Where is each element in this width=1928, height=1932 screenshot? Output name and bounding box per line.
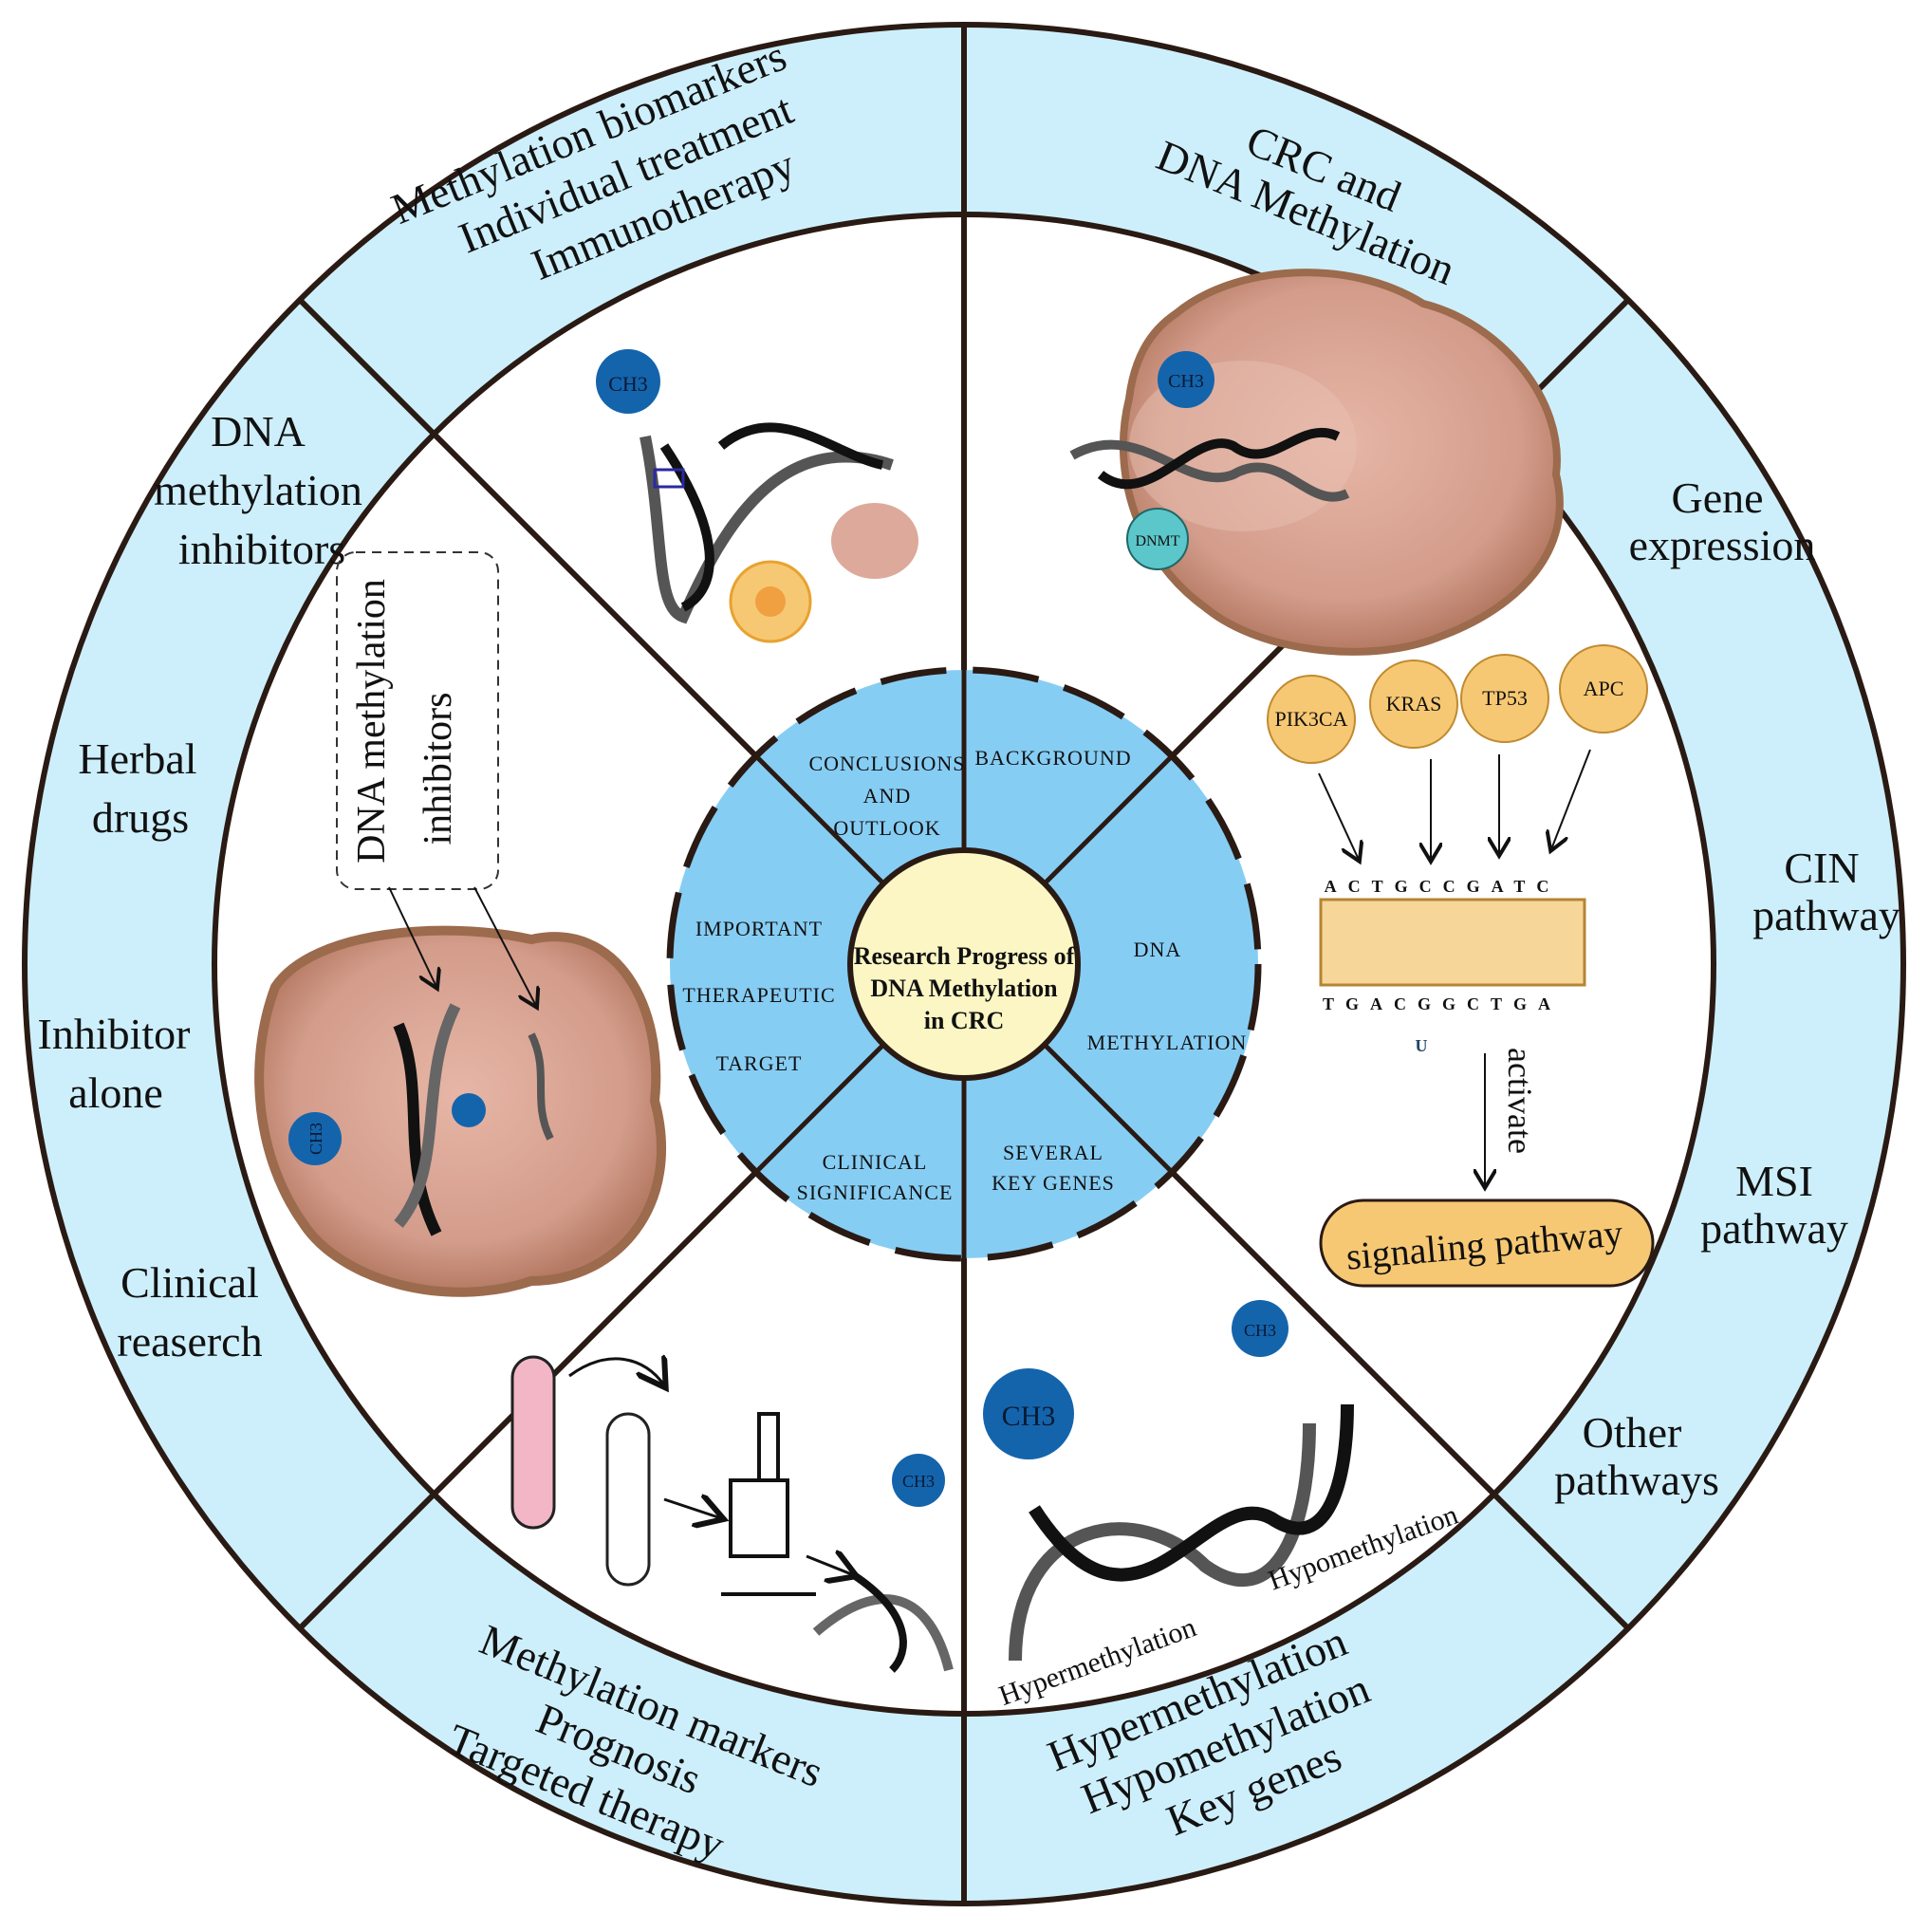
section-background: BACKGROUND xyxy=(974,746,1131,770)
signaling-pill xyxy=(1319,1198,1655,1288)
outer-right-items: Gene expression CIN pathway MSI pathway … xyxy=(1554,474,1900,1504)
gene-circle-apc xyxy=(1559,644,1648,734)
svg-text:Inhibitor: Inhibitor xyxy=(38,1010,191,1058)
small-tumor-cell xyxy=(831,503,918,579)
inner-dashed-ring xyxy=(666,666,1262,1262)
gene-circle-tp53 xyxy=(1460,654,1549,743)
section-dna-2: METHYLATION xyxy=(1087,1031,1248,1054)
svg-text:CH3: CH3 xyxy=(1002,1401,1056,1432)
dnmt-circle xyxy=(1126,508,1189,570)
microscope-icon xyxy=(721,1412,816,1596)
cell-top-right: CH3 DNMT xyxy=(1069,269,1564,656)
section-genes-2: KEY GENES xyxy=(992,1171,1115,1195)
svg-text:inhibitors: inhibitors xyxy=(417,692,460,845)
section-conclusions-1: CONCLUSIONS xyxy=(808,752,965,775)
center-title-2: DNA Methylation xyxy=(870,975,1058,1002)
test-tube-pink xyxy=(510,1355,556,1530)
ch3-circle-large xyxy=(983,1368,1074,1459)
seq-bottom: TGACGGCTGA xyxy=(1323,994,1562,1013)
section-clinical-1: CLINICAL xyxy=(823,1150,928,1174)
section-therapeutic-3: TARGET xyxy=(715,1051,802,1075)
svg-text:DNA methylation: DNA methylation xyxy=(350,579,394,864)
center-title-1: Research Progress of xyxy=(854,942,1075,970)
svg-text:pathways: pathways xyxy=(1554,1456,1719,1504)
dna-ladder xyxy=(1319,898,1586,987)
outer-bottom-right-label: Hypermethylation Hypomethylation Key gen… xyxy=(1041,1617,1376,1846)
outer-left-items: DNA methylation inhibitors Herbal drugs … xyxy=(38,407,362,1365)
svg-text:alone: alone xyxy=(68,1068,163,1117)
section-dna-1: DNA xyxy=(1134,938,1182,961)
center-disk xyxy=(847,847,1081,1081)
svg-text:APC: APC xyxy=(1584,677,1624,700)
seq-top: ACTGCCGATC xyxy=(1325,877,1561,896)
svg-text:KRAS: KRAS xyxy=(1386,692,1442,715)
svg-text:DNMT: DNMT xyxy=(1135,533,1179,549)
svg-text:drugs: drugs xyxy=(92,793,189,842)
activate-label: activate xyxy=(1501,1048,1539,1154)
svg-text:TP53: TP53 xyxy=(1482,686,1528,710)
svg-text:PIK3CA: PIK3CA xyxy=(1274,707,1347,731)
ch3-circle-top-left xyxy=(596,349,660,414)
ch3-circle-small xyxy=(1232,1300,1288,1357)
inhibitor-panel: DNA methylation inhibitors CH3 xyxy=(254,551,667,1297)
svg-text:CH3: CH3 xyxy=(1168,371,1204,392)
uracil: U xyxy=(1416,1036,1428,1055)
gene-panel: PIK3CA KRAS TP53 APC ACTGCCGATC TGACGGCT… xyxy=(1267,644,1655,1288)
svg-text:pathway: pathway xyxy=(1752,891,1900,939)
gene-circle-pik3ca xyxy=(1267,675,1356,764)
center-title-3: in CRC xyxy=(924,1007,1005,1034)
svg-text:Herbal: Herbal xyxy=(78,734,196,783)
section-conclusions-3: OUTLOOK xyxy=(833,816,940,840)
svg-text:Other: Other xyxy=(1583,1408,1682,1457)
svg-text:DNA: DNA xyxy=(211,407,306,455)
svg-text:CH3: CH3 xyxy=(902,1472,935,1491)
svg-text:methylation: methylation xyxy=(154,466,362,514)
gene-circle-kras xyxy=(1369,659,1458,749)
svg-text:reaserch: reaserch xyxy=(117,1317,262,1365)
svg-text:CH3: CH3 xyxy=(1244,1321,1276,1340)
svg-text:MSI: MSI xyxy=(1735,1157,1813,1205)
test-tube-clear xyxy=(605,1412,651,1587)
svg-text:Gene: Gene xyxy=(1671,474,1763,522)
ch3-circle-top-right xyxy=(1158,351,1214,408)
section-therapeutic-2: THERAPEUTIC xyxy=(682,983,835,1007)
section-genes-1: SEVERAL xyxy=(1003,1141,1103,1164)
svg-text:CH3: CH3 xyxy=(608,372,648,396)
svg-text:Clinical: Clinical xyxy=(120,1258,259,1307)
svg-text:pathway: pathway xyxy=(1700,1204,1848,1253)
svg-text:CIN: CIN xyxy=(1784,844,1859,892)
dna-top-left: CH3 xyxy=(596,349,918,643)
section-clinical-2: SIGNIFICANCE xyxy=(797,1180,954,1204)
lab-workflow: CH3 xyxy=(510,1355,954,1673)
svg-text:inhibitors: inhibitors xyxy=(178,525,345,573)
section-conclusions-2: AND xyxy=(863,784,912,808)
svg-text:CH3: CH3 xyxy=(306,1123,325,1155)
svg-text:expression: expression xyxy=(1629,521,1816,569)
ch3-circle-bottom-left xyxy=(892,1454,945,1507)
section-therapeutic-1: IMPORTANT xyxy=(695,917,823,940)
ch3-circle-left-small xyxy=(452,1093,486,1127)
ch3-circle-left xyxy=(288,1112,342,1165)
